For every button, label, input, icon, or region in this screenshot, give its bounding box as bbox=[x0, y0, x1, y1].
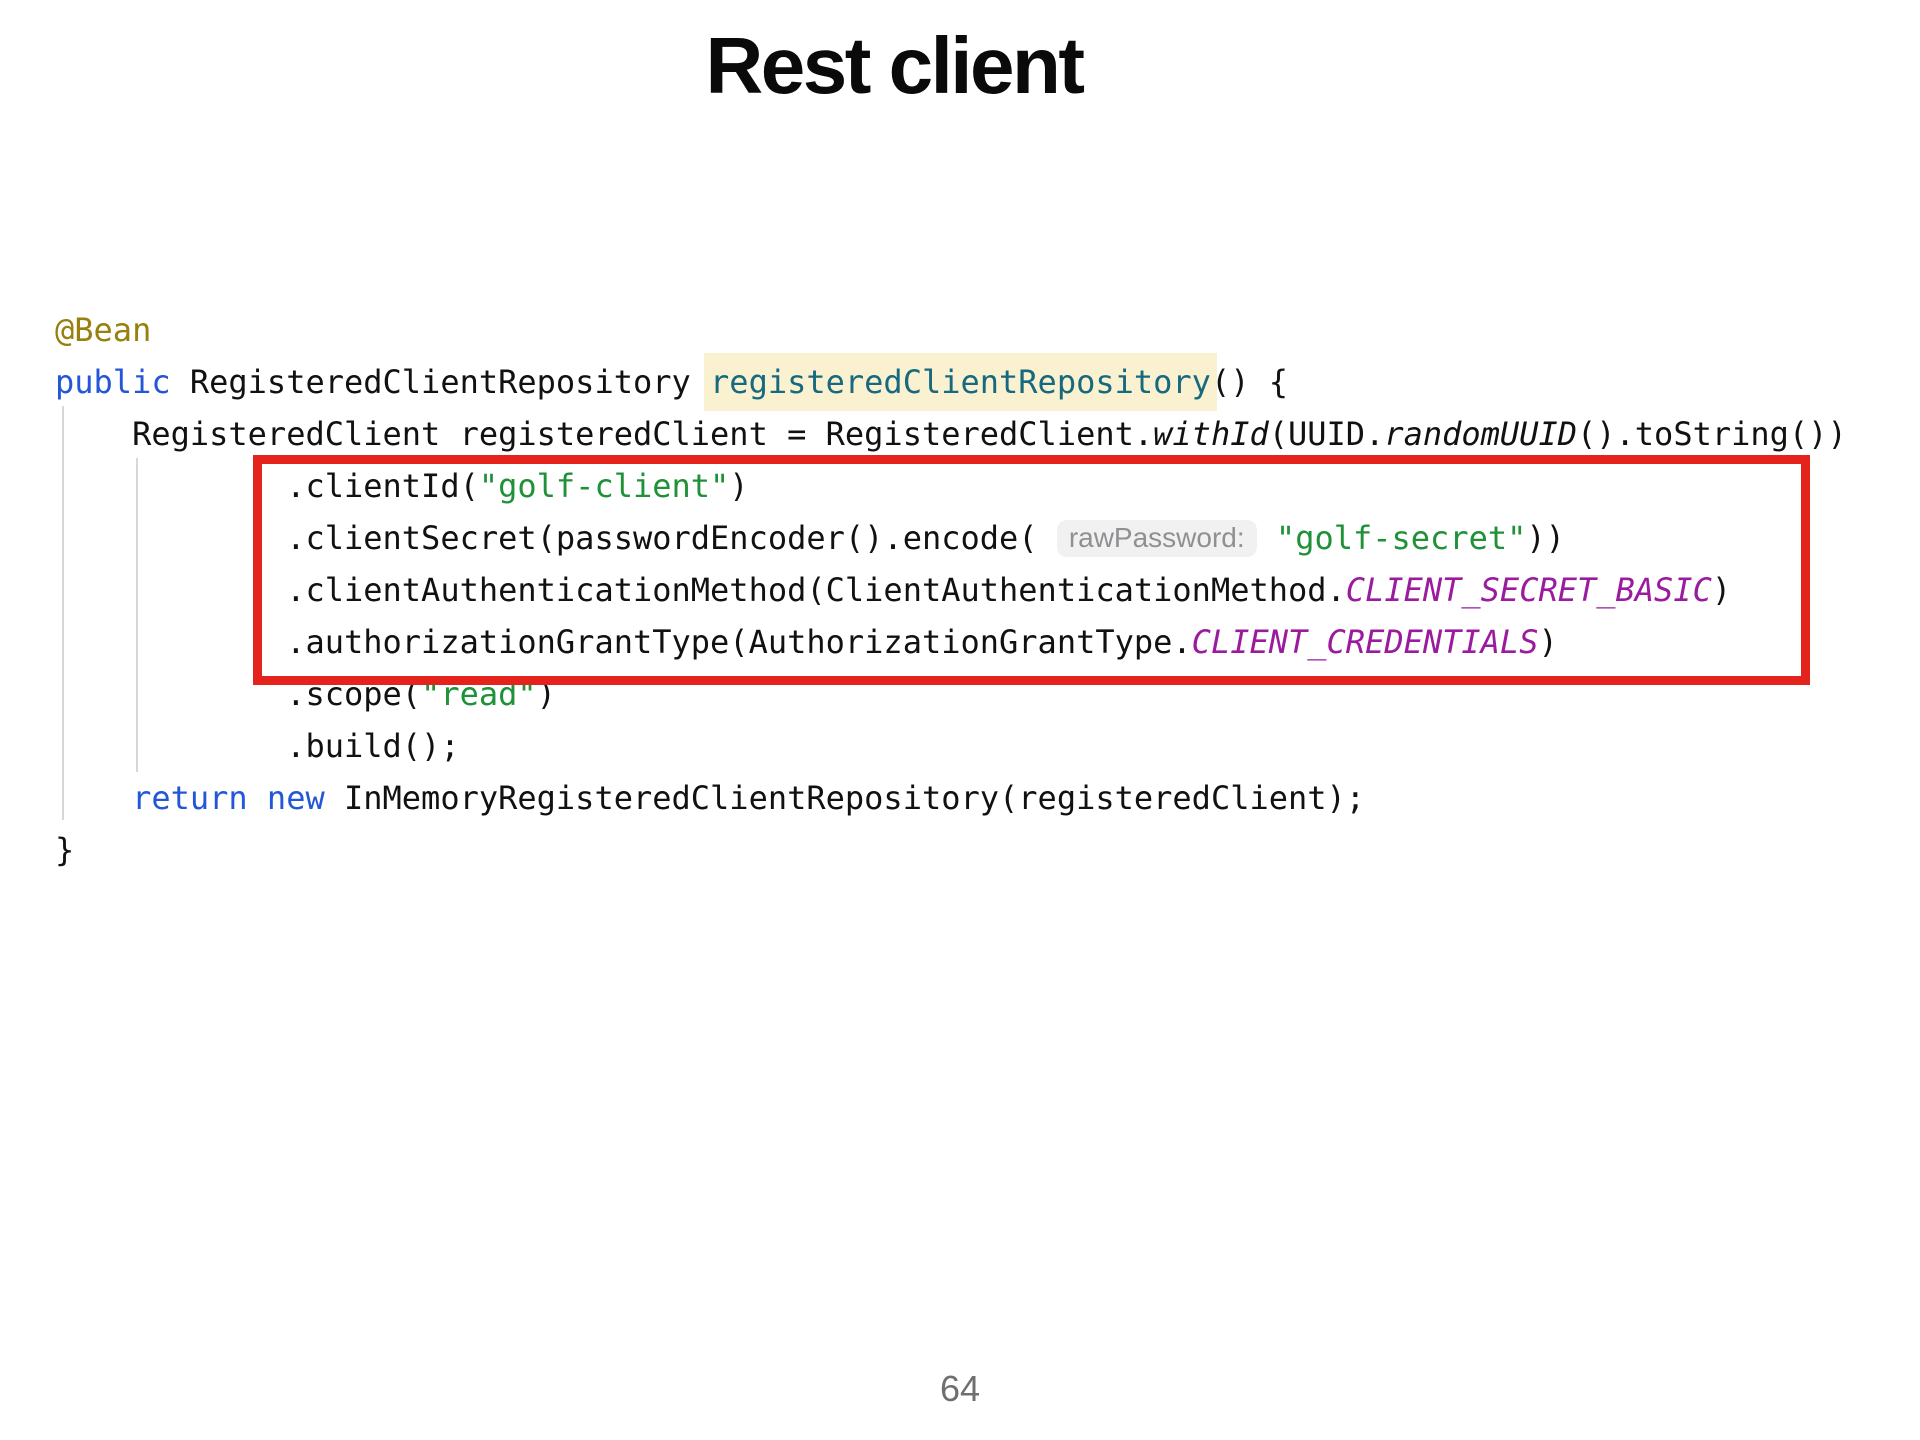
code-segment-string: "golf-secret" bbox=[1275, 519, 1527, 557]
code-line: .clientId("golf-client") bbox=[55, 460, 1847, 512]
code-segment-string: "golf-client" bbox=[478, 467, 730, 505]
code-segment-plain: ) bbox=[1538, 623, 1558, 661]
code-line: .clientAuthenticationMethod(ClientAuthen… bbox=[55, 564, 1847, 616]
code-segment-plain: ) bbox=[729, 467, 749, 505]
code-segment-plain: .build(); bbox=[55, 727, 460, 765]
code-segment-constant: CLIENT_SECRET_BASIC bbox=[1345, 571, 1712, 609]
indent-guide bbox=[136, 458, 138, 772]
code-segment-keyword: new bbox=[266, 779, 325, 817]
code-segment-plain: ) bbox=[1711, 571, 1732, 609]
code-segment-italic: withId bbox=[1153, 415, 1269, 453]
code-segment-plain: (UUID. bbox=[1268, 415, 1385, 453]
code-segment-plain: .clientSecret(passwordEncoder().encode( bbox=[55, 519, 1057, 557]
code-segment-plain bbox=[55, 779, 132, 817]
code-segment-plain: () { bbox=[1210, 363, 1288, 401]
code-segment-keyword: return bbox=[132, 779, 248, 817]
code-line: .build(); bbox=[55, 720, 1847, 772]
code-block: @Bean public RegisteredClientRepository r… bbox=[55, 304, 1847, 876]
page-title: Rest client bbox=[705, 21, 1085, 110]
highlight-annotation-box bbox=[253, 455, 1810, 685]
code-line: @Bean bbox=[55, 304, 1847, 356]
code-line: .clientSecret(passwordEncoder().encode( … bbox=[55, 512, 1847, 564]
code-segment-plain: .authorizationGrantType(AuthorizationGra… bbox=[55, 623, 1192, 661]
code-segment-method-decl: registeredClientRepository bbox=[704, 353, 1217, 411]
indent-guide bbox=[62, 406, 64, 820]
code-segment-plain: InMemoryRegisteredClientRepository(regis… bbox=[324, 779, 1366, 817]
code-line: return new InMemoryRegisteredClientRepos… bbox=[55, 772, 1847, 824]
code-segment-plain: ().toString()) bbox=[1576, 415, 1847, 453]
code-segment-plain: .clientId( bbox=[55, 467, 479, 505]
code-segment-keyword: public bbox=[55, 363, 171, 401]
code-segment-annotation: @Bean bbox=[55, 311, 152, 349]
code-line: public RegisteredClientRepository regist… bbox=[55, 353, 1847, 411]
code-line: } bbox=[55, 824, 1847, 876]
code-segment-constant: CLIENT_CREDENTIALS bbox=[1191, 623, 1539, 661]
parameter-hint-inlay: rawPassword: bbox=[1056, 520, 1257, 557]
code-line: .authorizationGrantType(AuthorizationGra… bbox=[55, 616, 1847, 668]
code-line: RegisteredClient registeredClient = Regi… bbox=[55, 408, 1847, 460]
code-segment-plain bbox=[248, 779, 267, 817]
code-segment-italic: randomUUID bbox=[1384, 415, 1577, 453]
code-segment-plain: RegisteredClientRepository bbox=[170, 363, 711, 401]
code-segment-plain: RegisteredClient registeredClient = Regi… bbox=[55, 415, 1154, 453]
code-segment-plain: .clientAuthenticationMethod(ClientAuthen… bbox=[55, 571, 1346, 609]
page-number: 64 bbox=[939, 1368, 981, 1409]
code-segment-plain: )) bbox=[1526, 519, 1565, 557]
code-segment-plain: } bbox=[55, 831, 75, 869]
